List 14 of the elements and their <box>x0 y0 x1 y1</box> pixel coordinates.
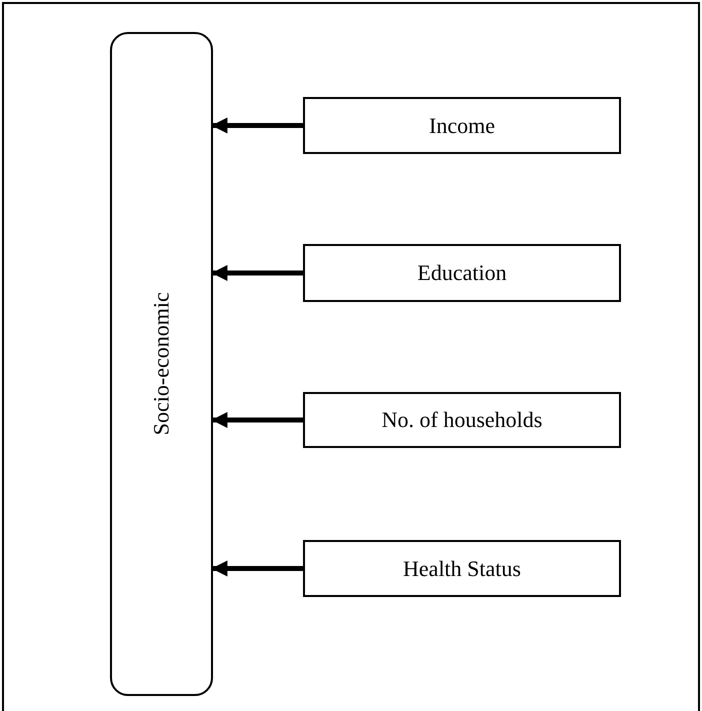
arrow <box>211 412 303 428</box>
box-label: Education <box>417 259 507 287</box>
factor-box <box>303 97 621 154</box>
factor-box <box>303 540 621 597</box>
box-label: Income <box>429 112 495 140</box>
factor-box <box>303 244 621 302</box>
box-label: No. of households <box>382 406 542 434</box>
arrow <box>211 265 303 281</box>
box-label: Health Status <box>403 554 521 582</box>
arrow <box>211 560 303 576</box>
box-label: Socio-economic <box>148 292 175 436</box>
factor-box <box>303 392 621 448</box>
category-box <box>110 32 213 696</box>
arrow <box>211 118 303 134</box>
